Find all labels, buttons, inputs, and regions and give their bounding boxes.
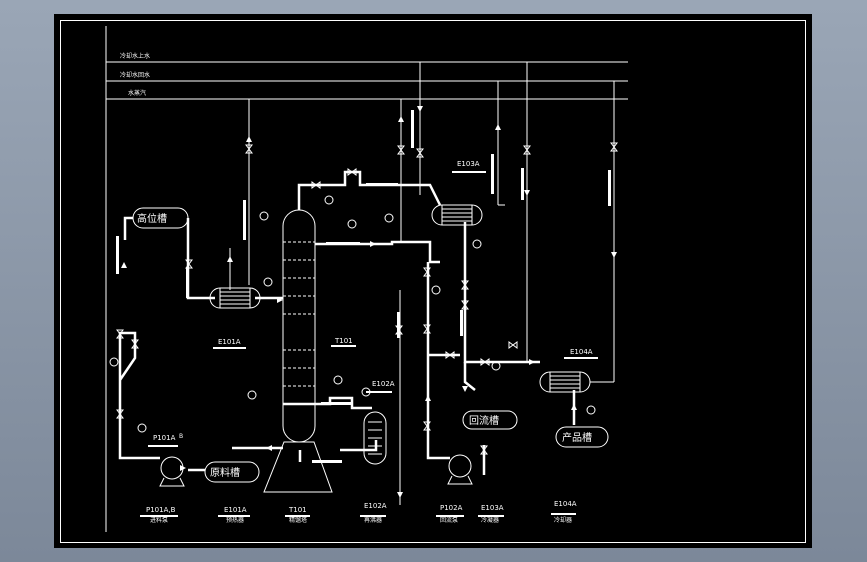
title-desc-e103: 冷凝器 (481, 516, 499, 524)
e103a-tag: E103A (457, 160, 480, 168)
column-trays (283, 241, 315, 405)
feed-tank (204, 461, 260, 483)
title-desc-p101: 进料泵 (150, 516, 168, 524)
reflux-tank (462, 410, 518, 430)
steam-label: 水蒸汽 (128, 89, 146, 97)
t101-tag: T101 (334, 337, 353, 345)
title-tag-e103: E103A (481, 504, 504, 512)
title-tag-e101: E101A (224, 506, 247, 514)
drawing-border (60, 20, 806, 543)
reboiler-e102a (363, 411, 387, 465)
title-desc-e104: 冷却器 (554, 516, 572, 524)
e101a-tag: E101A (218, 338, 241, 346)
title-tag-t101: T101 (288, 506, 307, 514)
title-desc-e101: 预热器 (226, 516, 244, 524)
product-tank-label: 产品槽 (562, 431, 592, 444)
head-tank-label: 高位槽 (137, 212, 167, 225)
feed-pump-p101 (159, 456, 185, 487)
p101a-suffix: B (179, 433, 183, 440)
flow-arrows (121, 106, 617, 498)
title-desc-t101: 精馏塔 (289, 516, 307, 524)
valves (116, 142, 618, 455)
preheater-e101a (209, 287, 261, 309)
p101a-tag: P101A (153, 434, 176, 442)
reflux-tank-label: 回流槽 (469, 414, 499, 427)
feed-tank-label: 原料槽 (210, 466, 240, 479)
instrument-bubbles (109, 195, 596, 433)
e104a-tag: E104A (570, 348, 593, 356)
title-desc-p102: 回流泵 (440, 516, 458, 524)
title-tag-p101: P101A,B (146, 506, 176, 514)
head-tank (132, 207, 189, 229)
e102a-tag: E102A (372, 380, 395, 388)
tag-underlines (140, 171, 598, 517)
title-block: P101A,B 进料泵 E101A 预热器 T101 精馏塔 E102A 再沸器… (146, 500, 577, 524)
distillation-column (282, 209, 316, 443)
title-tag-e104: E104A (554, 500, 577, 508)
utility-drops (229, 62, 615, 505)
title-tag-p102: P102A (440, 504, 463, 512)
title-desc-e102: 再沸器 (364, 516, 382, 524)
title-tag-e102: E102A (364, 502, 387, 510)
condenser-e103a (431, 204, 483, 226)
product-tank (555, 426, 609, 448)
column-skirt (263, 441, 333, 493)
pipe-spec-labels (116, 110, 611, 463)
cooling-water-return-label: 冷却水回水 (120, 71, 150, 79)
reflux-pump-p102 (447, 454, 473, 485)
cooling-water-supply-label: 冷却水上水 (120, 52, 150, 60)
cooler-e104a (539, 371, 591, 393)
